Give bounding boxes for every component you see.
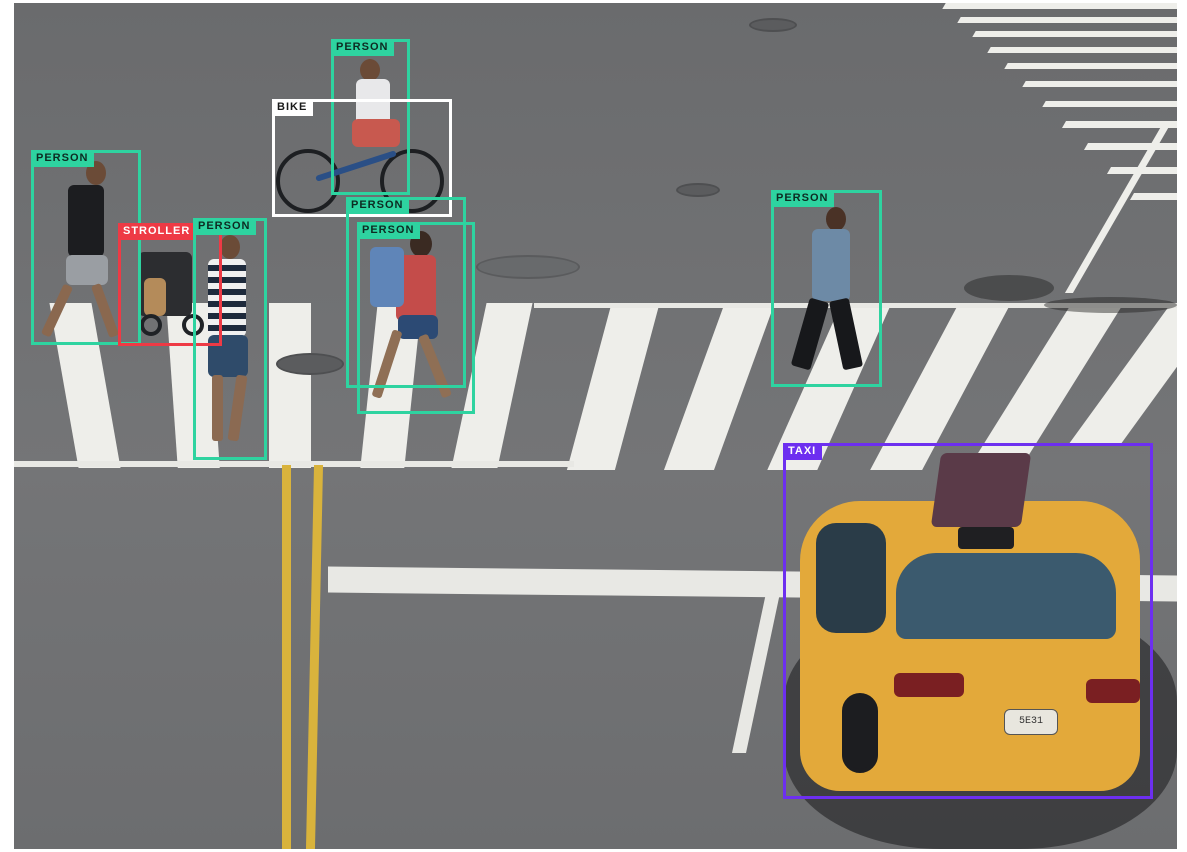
detection-label: PERSON — [331, 39, 395, 56]
detection-box-person: PERSON — [357, 222, 475, 414]
manhole-cover — [476, 255, 580, 279]
detection-label: PERSON — [346, 197, 410, 214]
detection-box-person: PERSON — [31, 150, 141, 345]
pedestrian-figure — [774, 195, 878, 385]
pole-shadow — [1044, 297, 1177, 313]
detection-box-person: PERSON — [193, 218, 267, 460]
detection-label: PERSON — [31, 150, 95, 167]
tree-shadow — [964, 275, 1054, 301]
stroller-figure — [124, 238, 224, 343]
taxi-figure: 5E31 — [786, 443, 1148, 795]
pedestrian-figure — [196, 223, 266, 459]
detection-box-person: PERSON — [771, 190, 882, 387]
pedestrian-figure — [350, 203, 474, 409]
center-line-1 — [282, 465, 291, 849]
detection-label: PERSON — [357, 222, 421, 239]
detection-label: TAXI — [783, 443, 823, 460]
detection-box-bike: BIKE — [272, 99, 452, 217]
detection-label: STROLLER — [118, 223, 197, 240]
detection-label: BIKE — [272, 99, 314, 116]
detection-box-taxi: TAXI — [783, 443, 1153, 799]
detection-box-person: PERSON — [331, 39, 410, 195]
cyclist-figure — [274, 53, 450, 215]
manhole-cover — [276, 353, 344, 375]
manhole-cover — [749, 18, 797, 32]
street-scene-photo: 5E31 PERSON BIKE PERSON STROLLER PERSON … — [14, 3, 1177, 849]
detection-box-stroller: STROLLER — [118, 223, 222, 346]
detection-box-person: PERSON — [346, 197, 466, 388]
manhole-cover — [676, 183, 720, 197]
pedestrian-figure — [38, 155, 148, 345]
detection-label: PERSON — [193, 218, 257, 235]
taxi-license-plate: 5E31 — [1004, 709, 1058, 735]
detection-label: PERSON — [771, 190, 835, 207]
